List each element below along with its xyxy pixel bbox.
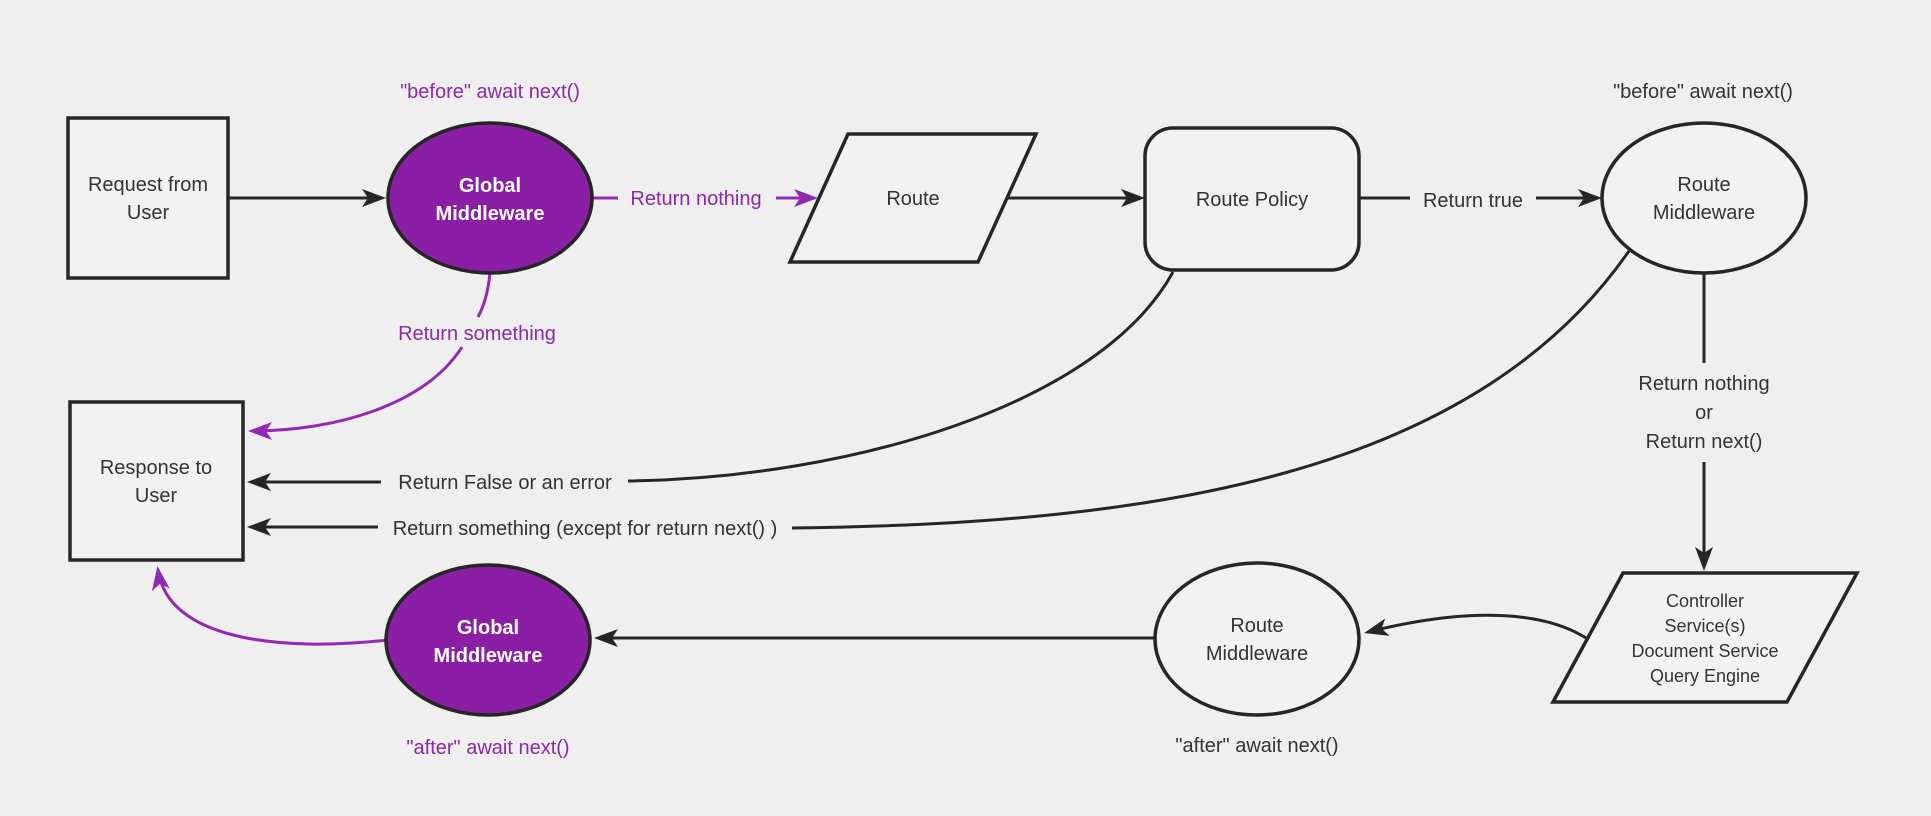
- global-middleware-bottom-label-line2: Middleware: [434, 645, 543, 667]
- controller-services-parallelogram: [1550, 571, 1860, 704]
- request-from-user-box: [66, 116, 230, 280]
- edge-route-policy-to-response-curve: [627, 271, 1175, 483]
- node-global-middleware-bottom: Global Middleware: [384, 563, 592, 717]
- global-middleware-bottom-label-line1: Global: [457, 617, 519, 639]
- response-to-user-label-line2: User: [135, 485, 178, 507]
- route-middleware-bottom-label-line2: Middleware: [1206, 643, 1308, 665]
- global-middleware-bottom-ellipse: [384, 563, 592, 717]
- node-global-middleware-top: Global Middleware: [386, 121, 594, 275]
- controller-services-label-line4: Query Engine: [1650, 666, 1760, 686]
- route-middleware-top-label-line2: Middleware: [1653, 202, 1755, 224]
- label-after-await-global: "after" await next(): [406, 737, 569, 759]
- request-from-user-label-line2: User: [127, 202, 170, 224]
- global-middleware-top-label-line1: Global: [459, 175, 521, 197]
- label-before-await-route: "before" await next(): [1613, 81, 1793, 103]
- label-return-something-except: Return something (except for return next…: [393, 518, 778, 540]
- label-return-nothing-or-next-line2: or: [1695, 402, 1713, 424]
- node-route: Route: [787, 132, 1039, 264]
- node-route-middleware-top: Route Middleware: [1600, 121, 1808, 275]
- edge-labels: "before" await next() Return nothing Ret…: [393, 81, 1793, 759]
- edges: [151, 189, 1713, 647]
- edge-route-middleware-to-response-curve: [791, 250, 1631, 530]
- route-label: Route: [886, 188, 939, 210]
- route-middleware-top-ellipse: [1600, 121, 1808, 275]
- controller-services-label-line1: Controller: [1666, 591, 1744, 611]
- response-to-user-label-line1: Response to: [100, 457, 212, 479]
- label-return-false-or-error: Return False or an error: [398, 472, 612, 494]
- label-return-nothing-or-next-line1: Return nothing: [1638, 373, 1769, 395]
- controller-services-label-line3: Document Service: [1631, 641, 1778, 661]
- edge-global-middleware-to-response-stub: [476, 272, 492, 318]
- controller-services-label-line2: Service(s): [1664, 616, 1745, 636]
- route-policy-box: [1143, 126, 1361, 272]
- global-middleware-top-ellipse: [386, 121, 594, 275]
- label-before-await-global: "before" await next(): [400, 81, 580, 103]
- route-policy-label: Route Policy: [1196, 189, 1308, 211]
- label-after-await-route: "after" await next(): [1175, 735, 1338, 757]
- label-return-nothing-or-next-line3: Return next(): [1646, 431, 1763, 453]
- request-from-user-label-line1: Request from: [88, 174, 208, 196]
- edge-global-middleware-to-response-curve: [248, 346, 464, 440]
- route-middleware-bottom-ellipse: [1153, 561, 1361, 717]
- edge-controller-to-route-middleware-bottom: [1364, 613, 1587, 640]
- edge-global-middleware-bottom-to-response: [151, 566, 389, 646]
- node-response-to-user: Response to User: [68, 400, 245, 562]
- label-return-something: Return something: [398, 323, 556, 345]
- node-route-policy: Route Policy: [1143, 126, 1361, 272]
- route-middleware-bottom-label-line1: Route: [1230, 615, 1283, 637]
- node-request-from-user: Request from User: [66, 116, 230, 280]
- label-return-true: Return true: [1423, 190, 1523, 212]
- route-parallelogram: [787, 132, 1039, 264]
- node-controller-services: Controller Service(s) Document Service Q…: [1550, 571, 1860, 704]
- node-route-middleware-bottom: Route Middleware: [1153, 561, 1361, 717]
- route-middleware-top-label-line1: Route: [1677, 174, 1730, 196]
- global-middleware-top-label-line2: Middleware: [436, 203, 545, 225]
- label-return-nothing: Return nothing: [630, 188, 761, 210]
- response-to-user-box: [68, 400, 245, 562]
- nodes: Request from User Global Middleware Rout…: [66, 116, 1860, 717]
